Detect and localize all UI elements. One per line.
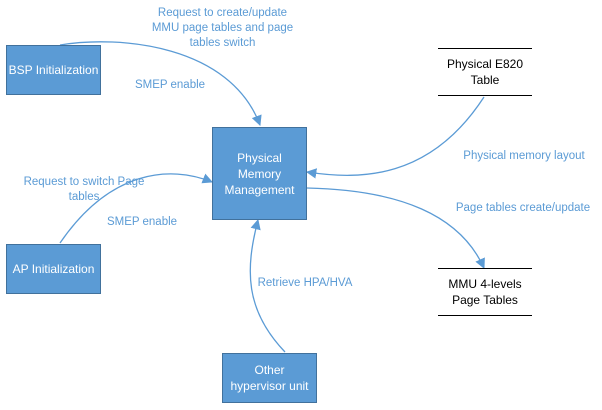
- edge-other-to-pmm: [249, 218, 286, 353]
- edge-pmm-to-mmu: [306, 187, 485, 269]
- bsp-request-label: Request to create/update MMU page tables…: [151, 7, 294, 49]
- bsp-smep-label: SMEP enable: [134, 79, 206, 91]
- ap-smep-label: SMEP enable: [106, 216, 178, 228]
- edge-ap-to-pmm: [59, 173, 213, 244]
- physical-memory-management-box[interactable]: Physical Memory Management: [212, 127, 307, 220]
- mmu-page-tables-store[interactable]: MMU 4-levels Page Tables: [438, 268, 532, 316]
- bsp-initialization-box[interactable]: BSP Initialization: [6, 45, 101, 95]
- retrieve-hpa-hva-label: Retrieve HPA/HVA: [257, 277, 353, 289]
- edge-bsp-to-pmm: [59, 41, 262, 126]
- physical-memory-layout-label: Physical memory layout: [463, 150, 585, 162]
- page-tables-update-label: Page tables create/update: [455, 202, 591, 214]
- ap-initialization-box[interactable]: AP Initialization: [6, 244, 101, 294]
- other-hypervisor-unit-box[interactable]: Other hypervisor unit: [222, 353, 317, 403]
- edge-e820-to-pmm: [305, 96, 485, 179]
- physical-e820-table-store[interactable]: Physical E820 Table: [438, 48, 532, 96]
- ap-request-label: Request to switch Page tables: [23, 176, 145, 203]
